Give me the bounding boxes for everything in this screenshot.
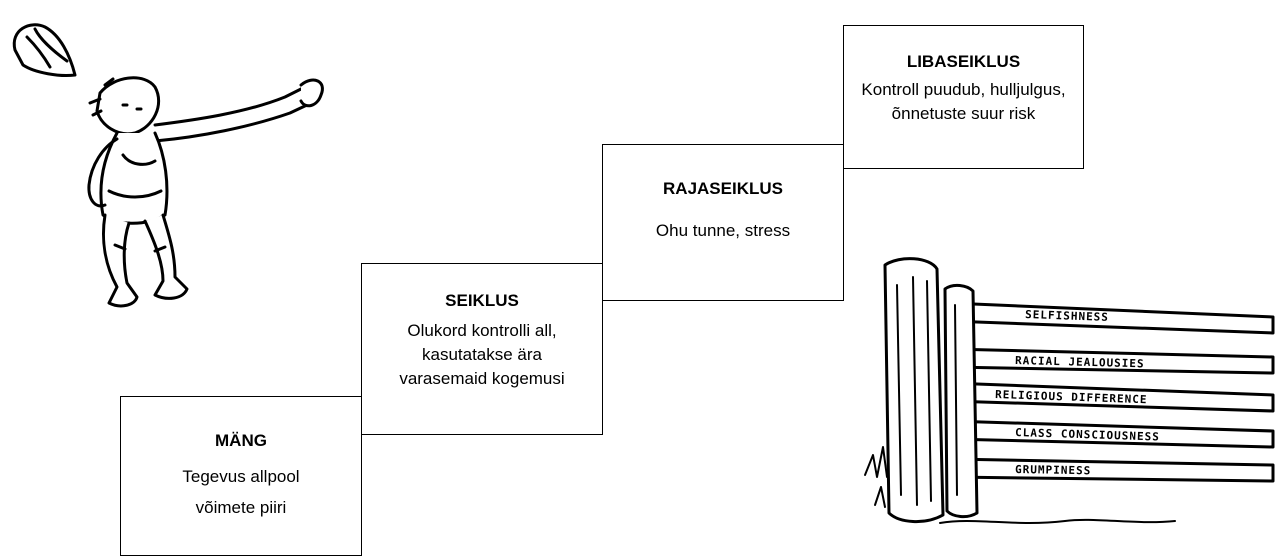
step-description: Olukord kontrolli all, kasutatakse ära v… — [399, 321, 565, 388]
fence-rail-label: SELFISHNESS — [1025, 308, 1109, 324]
step-description: Kontroll puudub, hulljulgus, õnnetuste s… — [861, 80, 1066, 123]
step-description: Tegevus allpool võimete piiri — [182, 467, 300, 517]
step-rajaseiklus-box: RAJASEIKLUS Ohu tunne, stress — [602, 144, 844, 301]
fence-rail-label: RACIAL JEALOUSIES — [1015, 354, 1145, 370]
step-seiklus-box: SEIKLUS Olukord kontrolli all, kasutatak… — [361, 263, 603, 435]
jumping-man-icon — [12, 23, 324, 308]
step-mang-box: MÄNG Tegevus allpool võimete piiri — [120, 396, 362, 556]
step-title: SEIKLUS — [445, 291, 519, 310]
step-title: MÄNG — [215, 431, 267, 450]
wooden-fence-icon: SELFISHNESS RACIAL JEALOUSIES RELIGIOUS … — [864, 257, 1275, 524]
fence-rail-label: GRUMPINESS — [1015, 463, 1091, 477]
step-description: Ohu tunne, stress — [655, 221, 791, 240]
step-title: LIBASEIKLUS — [906, 52, 1021, 71]
fence-rail-label: RELIGIOUS DIFFERENCE — [995, 388, 1148, 406]
fence-rail-label: CLASS CONSCIOUSNESS — [1015, 426, 1160, 444]
step-title: RAJASEIKLUS — [663, 179, 783, 198]
step-libaseiklus-box: LIBASEIKLUS Kontroll puudub, hulljulgus,… — [843, 25, 1084, 169]
